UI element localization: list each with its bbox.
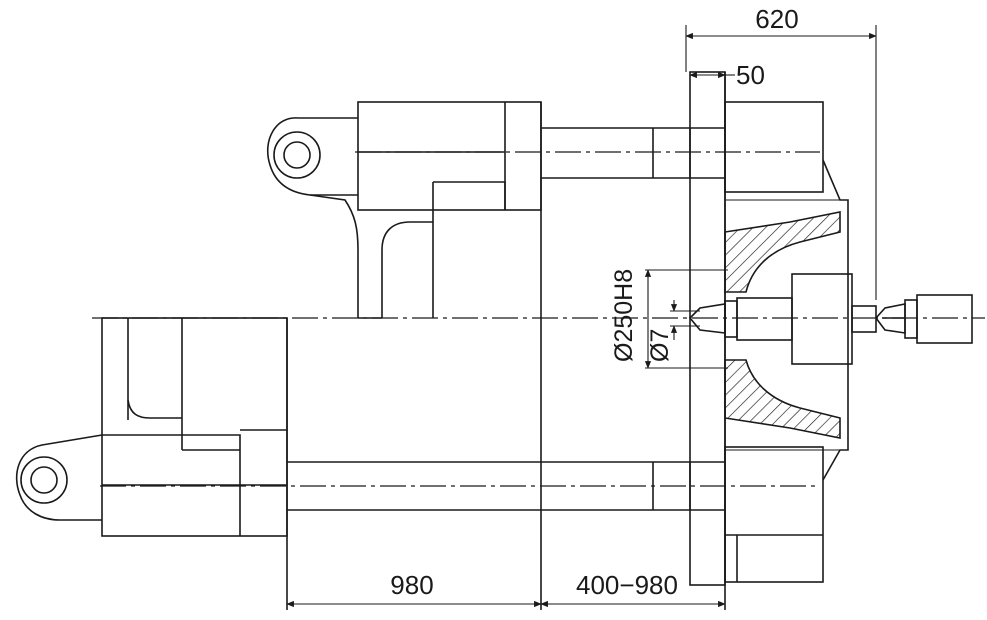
- lower-toggle-link: [15, 317, 820, 537]
- dimension-nozzle-orifice: Ø7: [646, 300, 700, 362]
- dimension-locating-ring: Ø250H8: [610, 269, 728, 369]
- dim-mold-stroke: 980: [390, 570, 433, 600]
- dim-die-height: 400−980: [576, 570, 678, 600]
- nozzle-seat-section: [724, 211, 841, 439]
- dim-nozzle-orifice: Ø7: [646, 329, 674, 362]
- dimension-50: 50: [689, 60, 765, 90]
- dim-overall-width: 620: [755, 4, 798, 34]
- dimension-mold-stroke: 980: [286, 570, 542, 608]
- dim-locating-ring: Ø250H8: [610, 269, 638, 362]
- dimension-620: 620: [685, 4, 877, 300]
- dimension-die-height: 400−980: [540, 570, 726, 608]
- dim-platen-offset: 50: [736, 60, 765, 90]
